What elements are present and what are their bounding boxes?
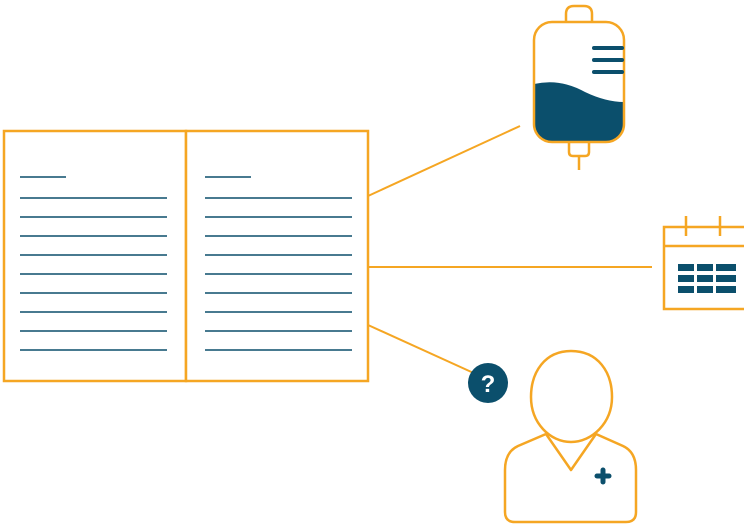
iv-bag-port <box>567 142 591 158</box>
doctor-collar <box>544 433 598 472</box>
book-right-page <box>184 129 370 383</box>
iv-bag-body <box>532 20 626 144</box>
iv-bag-fluid <box>534 82 624 142</box>
iv-bag-icon <box>532 4 626 170</box>
doctor-body <box>503 432 638 524</box>
doctor-head <box>529 349 614 444</box>
medical-cross-icon <box>594 467 612 485</box>
question-badge-icon: ? <box>468 363 508 403</box>
question-mark-label: ? <box>481 371 496 398</box>
question-badge-circle <box>468 363 508 403</box>
connector-to-iv-bag <box>367 125 521 197</box>
book-right-text-lines <box>205 176 352 351</box>
book-left-text-lines <box>20 176 167 351</box>
open-book-icon <box>2 129 370 383</box>
connector-lines <box>367 125 652 376</box>
book-left-page <box>2 129 188 383</box>
iv-bag-level-marks <box>592 46 624 74</box>
connector-to-doctor <box>367 324 479 376</box>
calendar-days-grid <box>678 264 736 293</box>
calendar-icon <box>662 216 744 311</box>
doctor-avatar-icon <box>503 349 638 524</box>
iv-bag-hanger <box>564 4 594 22</box>
